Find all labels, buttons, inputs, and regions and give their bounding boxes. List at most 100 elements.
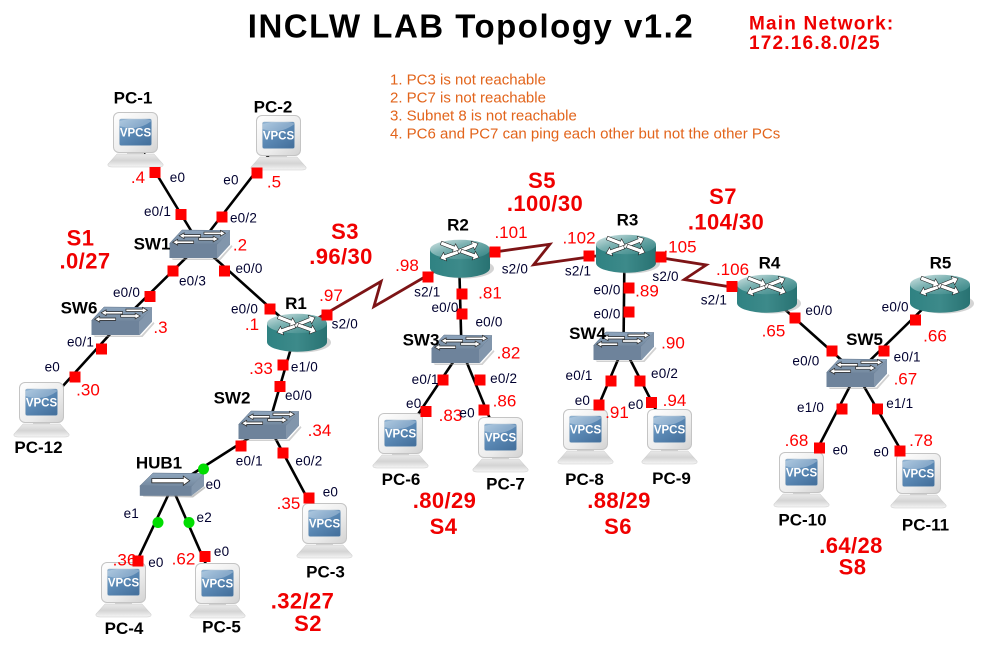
svg-text:R5: R5: [930, 254, 952, 273]
svg-text:.35: .35: [277, 494, 301, 513]
svg-text:e0: e0: [170, 170, 185, 185]
svg-text:PC-9: PC-9: [652, 469, 691, 488]
svg-text:PC-11: PC-11: [902, 516, 949, 535]
svg-text:e0: e0: [459, 406, 474, 421]
svg-text:.90: .90: [661, 334, 685, 353]
svg-text:e0: e0: [148, 555, 163, 570]
svg-text:HUB1: HUB1: [136, 454, 182, 473]
svg-text:S4: S4: [430, 514, 458, 539]
svg-text:S3: S3: [331, 219, 359, 244]
svg-text:.4: .4: [131, 168, 145, 187]
svg-text:INCLW LAB Topology v1.2: INCLW LAB Topology v1.2: [248, 8, 694, 45]
svg-text:S1: S1: [67, 226, 95, 251]
svg-text:SW5: SW5: [846, 330, 883, 349]
svg-text:e0/0: e0/0: [235, 261, 262, 276]
svg-text:SW3: SW3: [403, 331, 440, 350]
svg-text:PC-6: PC-6: [382, 470, 421, 489]
svg-text:PC-3: PC-3: [306, 563, 345, 582]
svg-text:e0/1: e0/1: [566, 368, 593, 383]
svg-text:e1/0: e1/0: [797, 400, 824, 415]
svg-text:Main Network:: Main Network:: [749, 14, 894, 35]
svg-text:SW1: SW1: [134, 235, 171, 254]
svg-text:.62: .62: [172, 550, 196, 569]
svg-text:.83: .83: [439, 406, 463, 425]
svg-text:R3: R3: [617, 211, 639, 230]
svg-text:e0/0: e0/0: [593, 282, 620, 297]
svg-text:e0: e0: [833, 443, 848, 458]
svg-text:s2/0: s2/0: [332, 317, 358, 332]
svg-text:e0: e0: [223, 173, 238, 188]
svg-text:.102: .102: [562, 229, 595, 248]
svg-text:PC-12: PC-12: [14, 438, 62, 457]
svg-text:e0/0: e0/0: [805, 303, 832, 318]
svg-text:e0/2: e0/2: [651, 366, 678, 381]
svg-text:.101: .101: [494, 223, 527, 242]
svg-text:PC-10: PC-10: [778, 511, 826, 530]
svg-text:e0/0: e0/0: [231, 302, 258, 317]
svg-text:s2/1: s2/1: [414, 284, 440, 299]
svg-text:PC-7: PC-7: [486, 475, 525, 494]
svg-text:e0/0: e0/0: [431, 300, 458, 315]
svg-text:.32/27: .32/27: [271, 589, 335, 614]
svg-text:e1/1: e1/1: [886, 396, 913, 411]
svg-text:S7: S7: [709, 184, 737, 209]
svg-text:e0: e0: [873, 444, 888, 459]
svg-text:e0: e0: [45, 360, 60, 375]
svg-text:3. Subnet 8 is not reachable: 3. Subnet 8 is not reachable: [390, 108, 577, 125]
svg-text:.94: .94: [663, 391, 687, 410]
svg-text:e0/2: e0/2: [230, 211, 257, 226]
svg-text:e0/2: e0/2: [490, 371, 517, 386]
svg-text:e1: e1: [124, 506, 139, 521]
svg-text:.36: .36: [113, 551, 137, 570]
svg-text:e0/0: e0/0: [285, 388, 312, 403]
svg-text:e0/1: e0/1: [894, 350, 921, 365]
svg-text:SW2: SW2: [214, 389, 251, 408]
svg-text:.96/30: .96/30: [309, 244, 373, 269]
svg-text:.68: .68: [785, 431, 809, 450]
svg-text:172.16.8.0/25: 172.16.8.0/25: [749, 33, 881, 54]
svg-text:e0/1: e0/1: [412, 372, 439, 387]
svg-text:4. PC6 and PC7 can ping each o: 4. PC6 and PC7 can ping each other but n…: [390, 126, 780, 143]
svg-text:.104/30: .104/30: [688, 210, 764, 235]
svg-text:e0: e0: [323, 484, 338, 499]
svg-text:.0/27: .0/27: [60, 249, 111, 274]
svg-text:e0/1: e0/1: [236, 454, 263, 469]
svg-text:e0/1: e0/1: [144, 204, 171, 219]
svg-text:.82: .82: [497, 344, 521, 363]
svg-text:2. PC7 is not reachable: 2. PC7 is not reachable: [390, 90, 546, 107]
svg-text:S6: S6: [604, 514, 632, 539]
svg-text:SW4: SW4: [569, 324, 606, 343]
svg-text:PC-1: PC-1: [114, 89, 153, 108]
svg-text:e0/2: e0/2: [295, 454, 322, 469]
svg-text:e1/0: e1/0: [291, 359, 318, 374]
svg-text:.97: .97: [319, 286, 343, 305]
svg-text:S5: S5: [528, 168, 556, 193]
svg-text:.3: .3: [153, 318, 167, 337]
svg-text:e0/0: e0/0: [792, 353, 819, 368]
svg-text:e0: e0: [406, 396, 421, 411]
svg-text:.34: .34: [308, 421, 332, 440]
svg-text:S8: S8: [839, 555, 867, 580]
svg-text:e0/3: e0/3: [179, 274, 206, 289]
svg-text:e0: e0: [575, 393, 590, 408]
svg-text:.65: .65: [762, 322, 786, 341]
svg-text:PC-8: PC-8: [565, 470, 604, 489]
svg-text:.66: .66: [923, 327, 947, 346]
svg-text:PC-4: PC-4: [105, 619, 144, 638]
svg-text:SW6: SW6: [61, 299, 98, 318]
svg-text:e0: e0: [214, 544, 229, 559]
svg-text:.98: .98: [395, 256, 419, 275]
svg-text:.5: .5: [267, 173, 281, 192]
svg-text:.67: .67: [894, 370, 918, 389]
svg-text:.86: .86: [493, 392, 517, 411]
svg-text:R2: R2: [447, 216, 469, 235]
svg-text:.89: .89: [635, 282, 659, 301]
svg-text:e0: e0: [206, 477, 221, 492]
svg-text:e0: e0: [628, 397, 643, 412]
svg-text:e0/0: e0/0: [113, 285, 140, 300]
svg-text:.81: .81: [478, 284, 502, 303]
svg-text:R4: R4: [759, 254, 781, 273]
svg-text:PC-5: PC-5: [202, 618, 241, 637]
svg-text:e0/0: e0/0: [882, 299, 909, 314]
svg-text:.100/30: .100/30: [507, 191, 583, 216]
